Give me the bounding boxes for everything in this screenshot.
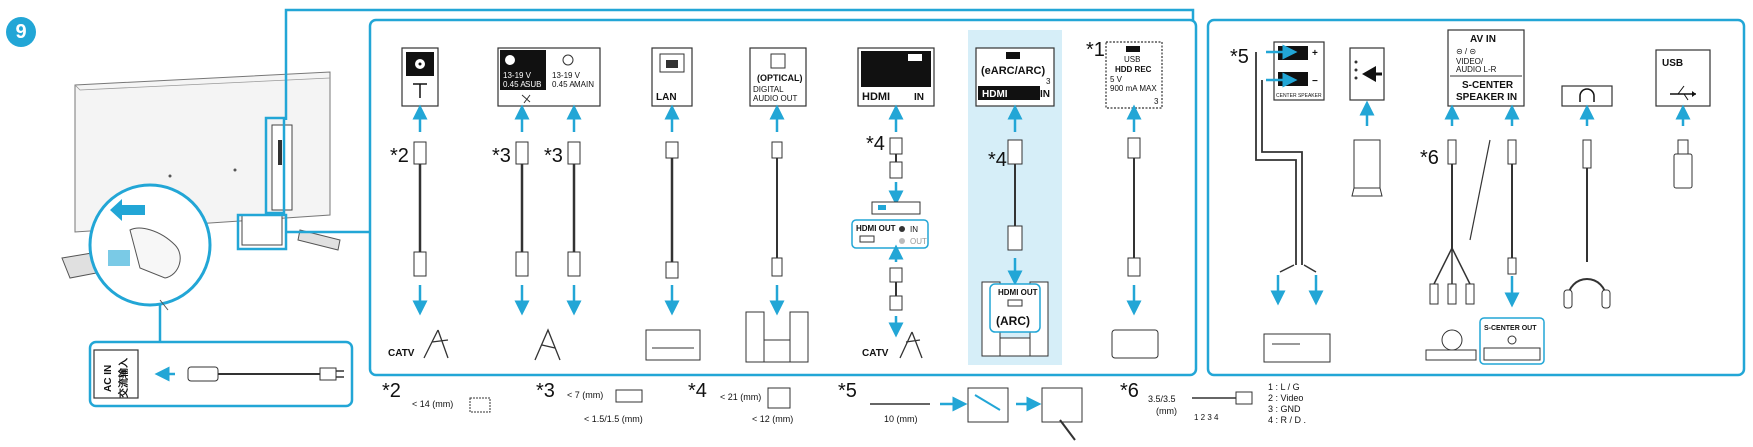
speaker-plus: + [1312, 48, 1318, 59]
s-center-label: S-CENTER [1462, 80, 1514, 91]
step-number-badge: 9 [6, 17, 36, 47]
usb-hdd-label-4: 900 mA MAX [1110, 84, 1157, 93]
usb-hdd-label-1: USB [1124, 55, 1140, 64]
headphone-column [1561, 85, 1613, 309]
footnote-6-legend-3: 3 : GND [1268, 404, 1301, 414]
center-speaker-label: CENTER SPEAKER [1276, 93, 1322, 99]
arc-hdmi-logo: HDMI [982, 89, 1008, 100]
ac-in-label-cn: 交流输入 [117, 358, 130, 398]
stb-in-label: IN [910, 225, 918, 234]
usb-hdd-column: USB HDD REC 5 V 900 mA MAX 3 *1 [1086, 39, 1163, 359]
footnote-4-star: *4 [688, 380, 707, 402]
footnotes: *2 < 14 (mm) *3 < 7 (mm) < 1.5/1.5 (mm) … [382, 380, 1306, 441]
av-in-icons: ⊝ / ⊝ [1456, 47, 1476, 56]
note-star-4b: *4 [988, 149, 1007, 171]
footnote-6-dim: 3.5/3.5 [1148, 394, 1176, 404]
footnote-5-star: *5 [838, 380, 857, 402]
footnote-4-dim1: < 21 (mm) [720, 392, 761, 402]
av-audio-label: AUDIO L-R [1456, 65, 1497, 74]
footnote-6-star: *6 [1120, 380, 1139, 402]
note-star-3b: *3 [544, 145, 563, 167]
footnote-4-dim2: < 12 (mm) [752, 414, 793, 424]
optical-column: (OPTICAL) DIGITAL AUDIO OUT [745, 47, 809, 363]
usb-hdd-label-3: 5 V [1110, 75, 1123, 84]
footnote-6-unit: (mm) [1156, 406, 1177, 416]
footnote-2-star: *2 [382, 380, 401, 402]
hdmi-in-column: HDMI IN HDMI OUT IN OUT CATV *4 [851, 47, 935, 359]
stb-out-label: OUT [910, 237, 927, 246]
catv-label-2: CATV [862, 348, 889, 359]
usb-column: USB [1655, 49, 1711, 189]
right-connection-panel [1206, 18, 1746, 377]
svg-text:SUB: SUB [525, 80, 541, 89]
arc-port-number: 3 [1046, 77, 1051, 86]
footnote-3-star: *3 [536, 380, 555, 402]
rf-column: CATV *2 [388, 47, 449, 359]
catv-label-1: CATV [388, 348, 415, 359]
note-star-1: *1 [1086, 39, 1105, 61]
speaker-terminal-column: + − CENTER SPEAKER *5 [1230, 41, 1331, 363]
footnote-6-legend-4: 4 : R / D . [1268, 415, 1306, 425]
footnote-5-dim: 10 (mm) [884, 414, 918, 424]
svg-text:0.45 A: 0.45 A [552, 80, 575, 89]
satellite-column: 13-19 V 0.45 A SUB 13-19 V 0.45 A MAIN *… [492, 47, 601, 361]
footnote-6-pins: 1 2 3 4 [1194, 413, 1219, 422]
arc-device-label: (ARC) [996, 314, 1030, 328]
svg-text:MAIN: MAIN [574, 80, 594, 89]
tv-port-highlight-vertical [264, 116, 286, 215]
av-in-label: AV IN [1470, 34, 1496, 45]
footnote-6-legend-2: 2 : Video [1268, 393, 1303, 403]
hdmi-arc-column: (eARC/ARC) HDMI IN 3 HDMI OUT (ARC) *4 [975, 47, 1055, 357]
arc-device-hdmi-out: HDMI OUT [998, 288, 1038, 297]
note-star-5: *5 [1230, 46, 1249, 68]
svg-text:0.45 A: 0.45 A [503, 80, 526, 89]
usb-label: USB [1662, 58, 1683, 69]
optical-label-1: (OPTICAL) [757, 73, 803, 83]
optical-label-2: DIGITAL [753, 85, 784, 94]
svg-text:13-19 V: 13-19 V [552, 71, 581, 80]
optical-label-3: AUDIO OUT [753, 94, 798, 103]
footnote-6-legend-1: 1 : L / G [1268, 382, 1300, 392]
note-star-4a: *4 [866, 133, 885, 155]
arc-hdmi-suffix: IN [1040, 89, 1050, 100]
note-star-3a: *3 [492, 145, 511, 167]
note-star-6: *6 [1420, 147, 1439, 169]
usb-hdd-label-2: HDD REC [1115, 65, 1152, 74]
ac-in-label: AC IN [103, 365, 114, 392]
insert-direction-arrow [110, 199, 145, 221]
svg-text:13-19 V: 13-19 V [503, 71, 532, 80]
footnote-3-dim1: < 7 (mm) [567, 390, 603, 400]
speaker-minus: − [1312, 76, 1318, 87]
s-center-out-label: S-CENTER OUT [1484, 325, 1537, 332]
cam-slot-column [1349, 47, 1385, 197]
usb-hdd-port-number: 3 [1154, 97, 1159, 106]
note-star-2: *2 [390, 145, 409, 167]
speaker-in-label: SPEAKER IN [1456, 92, 1517, 103]
arc-port-top-label: (eARC/ARC) [981, 65, 1046, 77]
hdmi-in-suffix: IN [914, 92, 924, 103]
hdmi-in-logo: HDMI [862, 91, 890, 103]
footnote-3-dim2: < 1.5/1.5 (mm) [584, 414, 643, 424]
av-in-column: AV IN ⊝ / ⊝ VIDEO/ AUDIO L-R S-CENTER SP… [1420, 29, 1545, 365]
step-number: 9 [15, 21, 27, 43]
av-video-label: VIDEO/ [1456, 57, 1484, 66]
stb-hdmi-out-label: HDMI OUT [856, 224, 896, 233]
lan-column: LAN [645, 47, 701, 361]
lan-label: LAN [656, 92, 677, 103]
hand-icon [129, 227, 181, 279]
footnote-2-dim: < 14 (mm) [412, 399, 453, 409]
